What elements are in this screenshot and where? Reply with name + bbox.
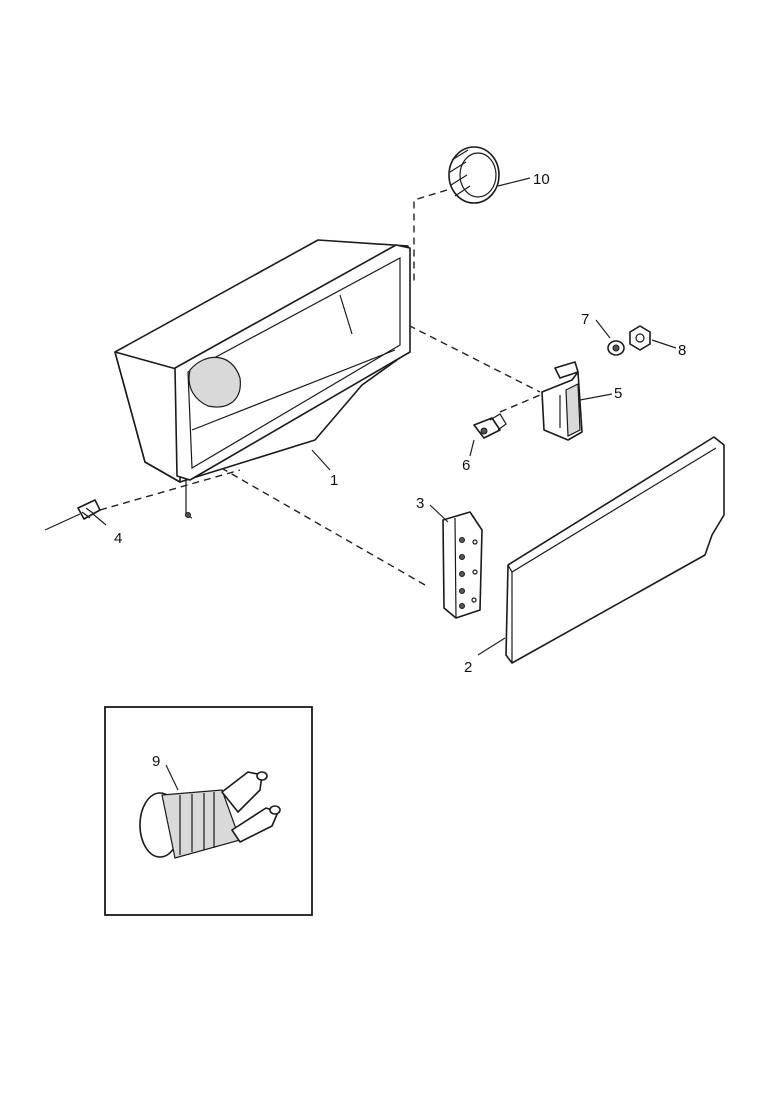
part-3-hinge-strip — [442, 511, 483, 619]
callout-labels: 10 7 8 5 6 1 3 4 2 9 — [114, 171, 686, 770]
callout-7: 7 — [581, 311, 589, 328]
part-10-ring — [448, 146, 500, 204]
part-9-plug — [139, 771, 281, 859]
callout-10: 10 — [533, 171, 550, 188]
callout-9: 9 — [152, 753, 160, 770]
part-1-housing — [114, 239, 411, 519]
callout-4: 4 — [114, 530, 122, 547]
part-6-bolt — [473, 413, 507, 439]
part-7-washer — [607, 340, 625, 356]
callout-8: 8 — [678, 342, 686, 359]
callout-1: 1 — [330, 472, 338, 489]
part-4-screw — [44, 499, 101, 531]
part-5-bracket — [541, 361, 583, 441]
part-2-panel — [505, 436, 725, 664]
leader-lines — [92, 177, 677, 791]
callout-2: 2 — [464, 659, 472, 676]
part-8-nut — [629, 325, 651, 351]
callout-3: 3 — [416, 495, 424, 512]
inset-detail-box — [104, 706, 313, 916]
callout-6: 6 — [462, 457, 470, 474]
callout-5: 5 — [614, 385, 622, 402]
